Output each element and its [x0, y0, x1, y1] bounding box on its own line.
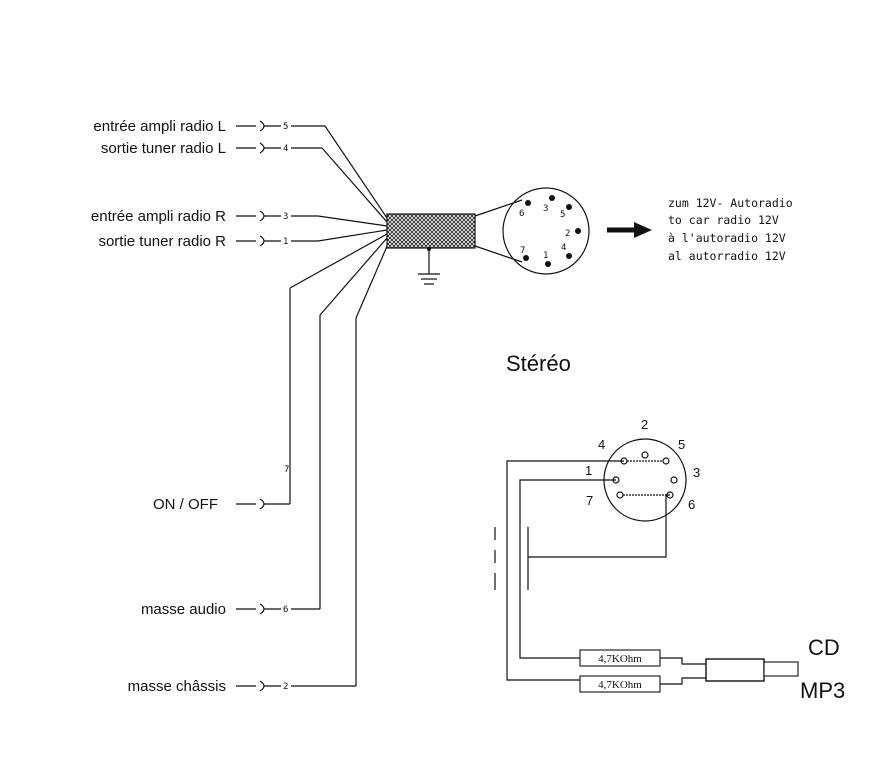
din-bottom-pin-4: 4	[598, 437, 605, 452]
label-masse-chassis: masse châssis	[128, 678, 226, 695]
connector-on-off: ON / OFF 7	[153, 288, 291, 513]
ground-symbol	[418, 247, 440, 285]
wire-number-6: 6	[283, 605, 288, 615]
din-plug-top: 6 3 5 2 7 1 4	[474, 187, 590, 275]
radio-note-de: zum 12V- Autoradio	[668, 196, 793, 210]
source-mp3-label: MP3	[800, 678, 845, 703]
label-in-amp-r: entrée ampli radio R	[91, 208, 226, 225]
connector-in-amp-l: entrée ampli radio L 5	[93, 118, 325, 135]
converging-wires	[289, 125, 389, 319]
connector-masse-audio: masse audio 6	[141, 315, 321, 618]
din-socket-bottom: 2 4 5 1 3 7 6	[585, 417, 700, 522]
din-top-pin-5: 5	[560, 210, 565, 220]
din-bottom-pin-7: 7	[586, 493, 593, 508]
connector-in-amp-r: entrée ampli radio R 3	[91, 208, 318, 225]
din-bottom-pin-3: 3	[693, 465, 700, 480]
connector-out-tuner-r: sortie tuner radio R 1	[98, 233, 318, 250]
din-top-pin-7: 7	[520, 246, 525, 256]
din-top-pin-3: 3	[543, 204, 548, 214]
stereo-title: Stéréo	[506, 351, 571, 376]
radio-note: zum 12V- Autoradio to car radio 12V à l'…	[668, 196, 793, 263]
wire-number-1: 1	[283, 237, 288, 247]
din-bottom-pin-2: 2	[641, 417, 648, 432]
wire-number-3: 3	[283, 212, 288, 222]
wire-number-5: 5	[283, 122, 288, 132]
resistor-2: 4,7KOhm	[579, 675, 661, 693]
label-masse-audio: masse audio	[141, 601, 226, 618]
connector-out-tuner-l: sortie tuner radio L 4	[101, 140, 322, 157]
connector-masse-chassis: masse châssis 2	[128, 318, 357, 695]
resistor-1: 4,7KOhm	[579, 649, 661, 667]
din-top-pin-6: 6	[519, 209, 524, 219]
label-out-tuner-l: sortie tuner radio L	[101, 140, 226, 157]
resistor-1-label: 4,7KOhm	[598, 653, 642, 665]
stereo-wiring	[494, 460, 670, 681]
wire-number-2: 2	[283, 682, 288, 692]
label-in-amp-l: entrée ampli radio L	[93, 118, 226, 135]
radio-note-es: al autorradio 12V	[668, 249, 786, 263]
radio-note-fr: à l'autoradio 12V	[668, 231, 786, 245]
label-on-off: ON / OFF	[153, 496, 218, 513]
din-top-pin-2: 2	[565, 229, 570, 239]
arrow-to-radio	[607, 222, 652, 238]
jack-plug	[660, 657, 799, 685]
wire-number-4: 4	[283, 144, 288, 154]
din-bottom-pin-6: 6	[688, 497, 695, 512]
radio-note-en: to car radio 12V	[668, 213, 779, 227]
din-top-pin-4: 4	[561, 243, 566, 253]
wire-number-7: 7	[284, 465, 289, 475]
shielded-cable	[386, 213, 476, 249]
din-top-pin-1: 1	[543, 251, 548, 261]
din-bottom-pin-5: 5	[678, 437, 685, 452]
label-out-tuner-r: sortie tuner radio R	[98, 233, 226, 250]
din-bottom-pin-1: 1	[585, 463, 592, 478]
resistor-2-label: 4,7KOhm	[598, 679, 642, 691]
source-cd-label: CD	[808, 635, 840, 660]
